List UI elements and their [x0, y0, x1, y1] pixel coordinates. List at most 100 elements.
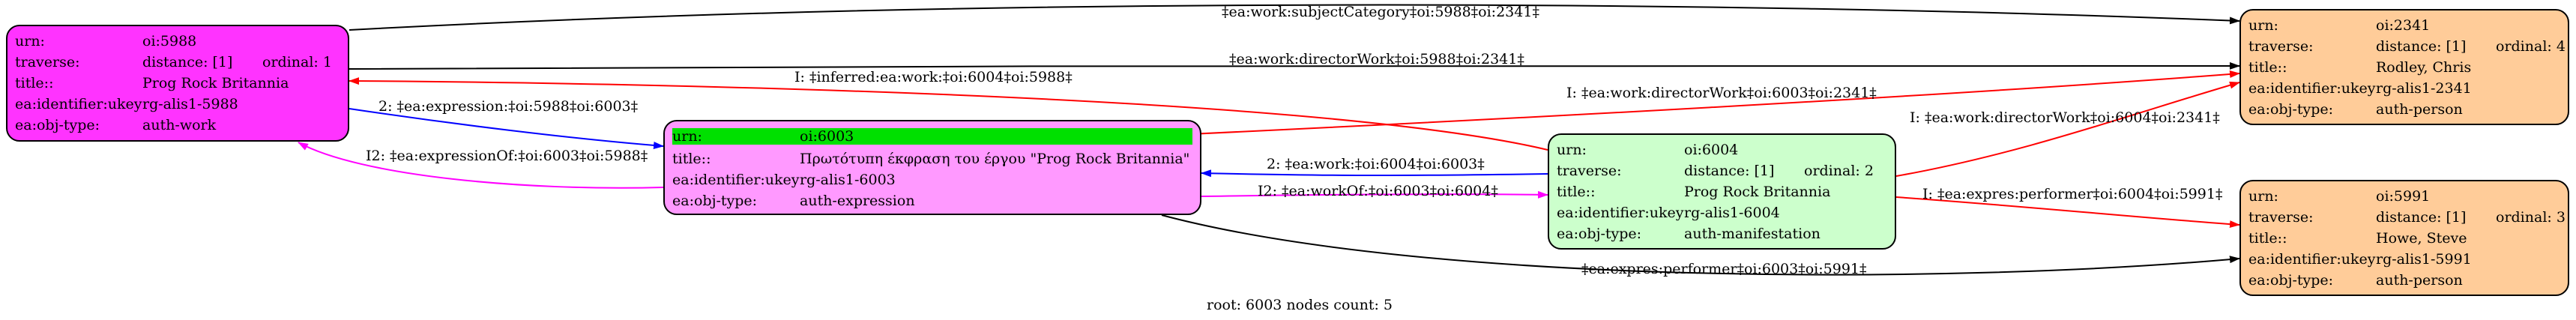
edge-line — [298, 142, 664, 189]
edge-line — [349, 77, 1548, 151]
edge-label: ‡ea:work:subjectCategory‡oi:5988‡oi:2341… — [1222, 4, 1539, 20]
field-label: ea:obj-type: — [2248, 101, 2334, 118]
distance-value: distance: [1] — [2376, 38, 2467, 55]
field-label: traverse: — [2248, 38, 2314, 55]
row-ukey: ea:identifier:ukey rg-alis1-6004 — [1557, 202, 1887, 223]
field-value: Rodley, Chris — [2376, 59, 2472, 76]
row-title: title:: Πρωτότυπη έκφραση του έργου "Pro… — [672, 148, 1192, 169]
field-value: Prog Rock Britannia — [1684, 184, 1831, 200]
edge-line — [1161, 214, 2240, 276]
field-label: ea:identifier:ukey — [1557, 205, 1684, 221]
field-label: ea:identifier:ukey — [15, 96, 142, 112]
field-label: title:: — [1557, 184, 1596, 200]
field-value: distance: [1] ordinal: 1 — [142, 54, 340, 70]
field-label: ea:identifier:ukey — [672, 172, 800, 188]
edge-line — [1201, 169, 1548, 178]
row-obj-type: ea:obj-type: auth-work — [15, 115, 340, 136]
field-label: traverse: — [15, 54, 80, 70]
edge-label: I2: ‡ea:workOf:‡oi:6003‡oi:6004‡ — [1258, 183, 1498, 199]
row-urn: urn: oi:5991 — [2248, 186, 2560, 207]
field-value: auth-work — [142, 117, 217, 133]
node-work-5988[interactable]: urn: oi:5988 traverse: distance: [1] ordi… — [6, 25, 349, 142]
edge-line — [1201, 190, 1548, 199]
field-label: traverse: — [1557, 163, 1622, 179]
field-value: oi:6004 — [1684, 142, 1739, 158]
field-label: title:: — [15, 75, 54, 91]
row-title: title:: Prog Rock Britannia — [15, 73, 340, 94]
field-value: rg-alis1-5988 — [142, 96, 238, 112]
field-label: ea:obj-type: — [15, 117, 100, 133]
field-value: auth-person — [2376, 101, 2463, 118]
row-urn: urn: oi:6003 — [672, 126, 1192, 147]
field-value: oi:6003 — [800, 128, 1192, 145]
node-person-2341[interactable]: urn: oi:2341 traverse: distance: [1] ordi… — [2239, 9, 2569, 125]
field-value: rg-alis1-5991 — [2376, 251, 2472, 268]
node-expression-6003[interactable]: urn: oi:6003 title:: Πρωτότυπη έκφραση τ… — [663, 120, 1201, 215]
row-ukey: ea:identifier:ukey rg-alis1-5991 — [2248, 249, 2560, 270]
edge-label: 2: ‡ea:work:‡oi:6004‡oi:6003‡ — [1267, 156, 1485, 172]
row-title: title:: Prog Rock Britannia — [1557, 181, 1887, 202]
field-value: auth-manifestation — [1684, 226, 1821, 242]
row-traverse: traverse: distance: [1] ordinal: 1 — [15, 52, 340, 73]
field-label: ea:obj-type: — [672, 193, 758, 209]
row-urn: urn: oi:2341 — [2248, 15, 2560, 36]
row-obj-type: ea:obj-type: auth-expression — [672, 190, 1192, 211]
field-label: ea:obj-type: — [1557, 226, 1642, 242]
row-urn: urn: oi:6004 — [1557, 139, 1887, 160]
field-label: urn: — [672, 128, 800, 145]
edge-line — [349, 108, 664, 149]
row-title: title:: Howe, Steve — [2248, 228, 2560, 249]
distance-value: distance: [1] — [2376, 209, 2467, 226]
field-label: ea:identifier:ukey — [2248, 251, 2376, 268]
field-value: oi:2341 — [2376, 17, 2431, 34]
edge-label: I: ‡ea:work:directorWork‡oi:6003‡oi:2341… — [1566, 85, 1877, 101]
field-value: rg-alis1-2341 — [2376, 80, 2472, 97]
field-value: distance: [1]ordinal: 2 — [1684, 163, 1887, 179]
edge-label: I: ‡inferred:ea:work:‡oi:6004‡oi:5988‡ — [794, 69, 1073, 85]
field-value: rg-alis1-6004 — [1684, 205, 1780, 221]
ordinal-value: ordinal: 3 — [2496, 209, 2566, 226]
field-label: urn: — [1557, 142, 1587, 158]
row-urn: urn: oi:5988 — [15, 31, 340, 52]
ordinal-value: ordinal: 4 — [2496, 38, 2566, 55]
ordinal-value: ordinal: 2 — [1804, 163, 1874, 179]
edge-line — [349, 4, 2240, 31]
field-label: ea:identifier:ukey — [2248, 80, 2376, 97]
field-value: oi:5991 — [2376, 188, 2431, 205]
field-value: rg-alis1-6003 — [800, 172, 896, 188]
distance-value: distance: [1] — [142, 54, 233, 70]
field-label: urn: — [15, 33, 45, 49]
edge-label: I: ‡ea:expres:performer‡oi:6004‡oi:5991‡ — [1922, 186, 2222, 202]
field-value: distance: [1] ordinal: 3 — [2376, 209, 2566, 226]
field-value: auth-expression — [800, 193, 915, 209]
edge-label: I2: ‡ea:expressionOf:‡oi:6003‡oi:5988‡ — [366, 148, 648, 164]
field-value: distance: [1] ordinal: 4 — [2376, 38, 2566, 55]
edge-label: 2: ‡ea:expression:‡oi:5988‡oi:6003‡ — [378, 98, 638, 115]
row-obj-type: ea:obj-type: auth-manifestation — [1557, 223, 1887, 244]
field-label: title:: — [2248, 230, 2287, 247]
row-ukey: ea:identifier:ukey rg-alis1-2341 — [2248, 78, 2560, 99]
row-ukey: ea:identifier:ukey rg-alis1-6003 — [672, 169, 1192, 190]
field-value: Prog Rock Britannia — [142, 75, 289, 91]
edge-line — [1895, 196, 2240, 229]
field-label: urn: — [2248, 17, 2278, 34]
field-label: title:: — [2248, 59, 2287, 76]
field-value: oi:5988 — [142, 33, 197, 49]
field-label: title:: — [672, 151, 711, 167]
field-value: Πρωτότυπη έκφραση του έργου "Prog Rock B… — [800, 151, 1190, 167]
node-person-5991[interactable]: urn: oi:5991 traverse: distance: [1]ordi… — [2239, 180, 2569, 296]
edge-label: ‡ea:expres:performer‡oi:6003‡oi:5991‡ — [1581, 261, 1867, 277]
row-obj-type: ea:obj-type: auth-person — [2248, 270, 2560, 291]
edge-label: I: ‡ea:work:directorWork‡oi:6004‡oi:2341… — [1910, 109, 2220, 126]
ordinal-value: ordinal: 1 — [262, 54, 332, 70]
field-value: auth-person — [2376, 272, 2463, 289]
row-obj-type: ea:obj-type: auth-person — [2248, 99, 2560, 120]
row-traverse: traverse: distance: [1]ordinal: 2 — [1557, 160, 1887, 181]
row-traverse: traverse: distance: [1]ordinal: 3 — [2248, 207, 2566, 228]
field-label: ea:obj-type: — [2248, 272, 2334, 289]
node-manifestation-6004[interactable]: urn: oi:6004 traverse: distance: [1]ordi… — [1548, 133, 1896, 250]
graph-caption: root: 6003 nodes count: 5 — [1207, 297, 1393, 313]
row-traverse: traverse: distance: [1] ordinal: 4 — [2248, 36, 2566, 57]
field-value: Howe, Steve — [2376, 230, 2467, 247]
